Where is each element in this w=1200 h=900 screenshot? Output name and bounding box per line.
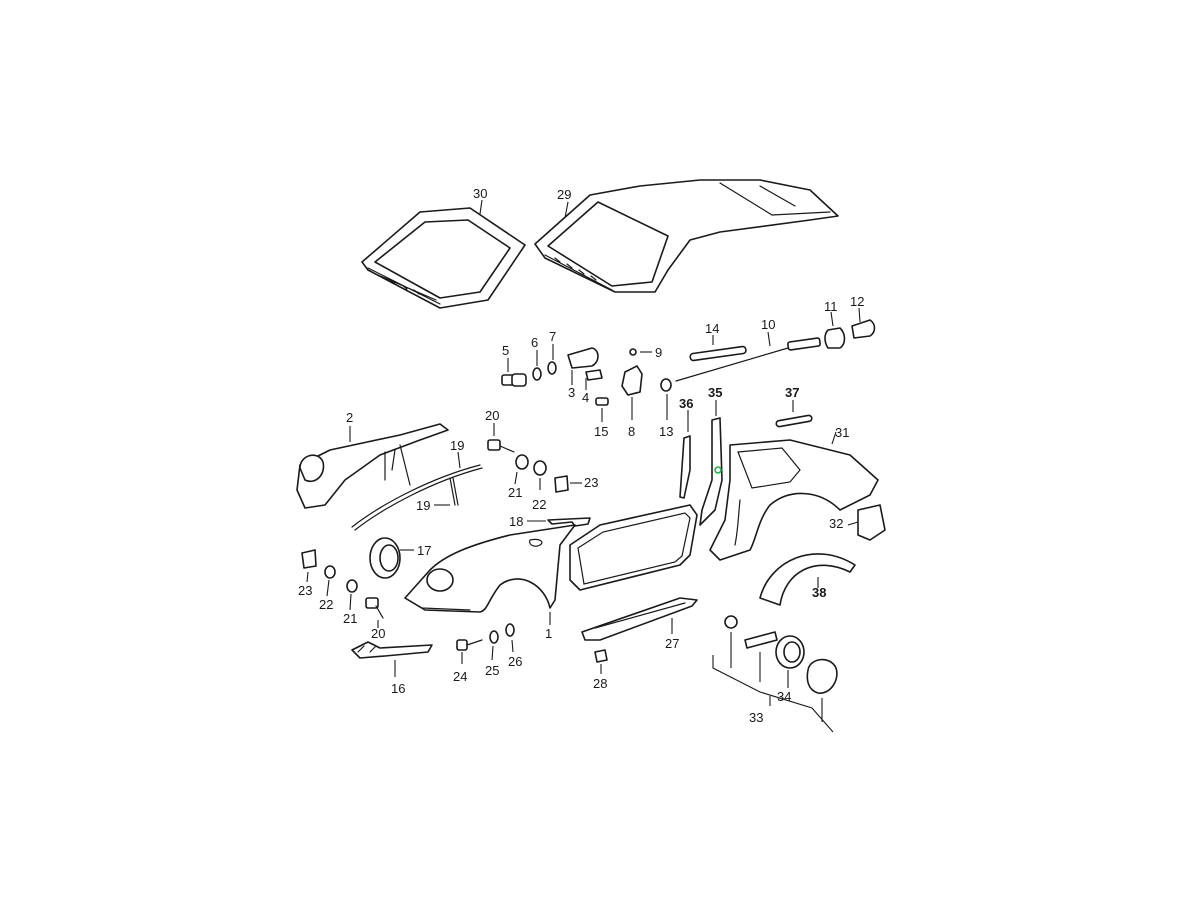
part-23-clip-lower[interactable] [301, 549, 317, 569]
part-11-grommet[interactable] [824, 327, 846, 349]
part-20-screw[interactable] [487, 439, 515, 453]
part-label-16: 16 [391, 681, 405, 696]
part-24-bolt[interactable] [456, 639, 483, 651]
part-label-4: 4 [582, 390, 589, 405]
part-13-washer[interactable] [660, 378, 672, 392]
part-label-3: 3 [568, 385, 575, 400]
part-20-screw-lower[interactable] [365, 597, 384, 619]
part-label-11: 11 [824, 299, 838, 314]
part-15-pin[interactable] [595, 397, 609, 406]
part-label-20a: 20 [485, 408, 499, 423]
part-37-strip[interactable] [775, 414, 813, 428]
part-label-32: 32 [829, 516, 843, 531]
part-33-nut[interactable] [724, 615, 738, 629]
part-label-21a: 21 [508, 485, 522, 500]
part-label-25: 25 [485, 663, 499, 678]
fuel-cap[interactable] [806, 658, 838, 694]
part-12-cap[interactable] [851, 319, 876, 339]
part-7-washer[interactable] [547, 361, 557, 375]
part-36-pillar-trim[interactable] [679, 435, 691, 499]
part-26-washer[interactable] [505, 623, 515, 637]
part-label-17: 17 [417, 543, 431, 558]
part-6-washer[interactable] [532, 367, 542, 381]
part-label-26: 26 [508, 654, 522, 669]
part-34-fuel-ring[interactable] [775, 635, 805, 669]
part-label-31: 31 [835, 425, 849, 440]
part-9-plug[interactable] [629, 348, 637, 356]
part-21-washer-lower[interactable] [346, 579, 358, 593]
part-14-rod[interactable] [689, 345, 747, 362]
part-1-front-fender[interactable] [404, 524, 576, 613]
part-label-33: 33 [749, 710, 763, 725]
part-29-hardtop[interactable] [534, 179, 839, 293]
part-33-plate[interactable] [744, 631, 778, 649]
part-label-28: 28 [593, 676, 607, 691]
part-label-23a: 23 [584, 475, 598, 490]
part-label-19a: 19 [450, 438, 464, 453]
part-19-trim-strip[interactable] [351, 464, 483, 531]
part-21-washer[interactable] [515, 454, 529, 470]
part-label-34: 34 [777, 689, 791, 704]
part-label-36: 36 [679, 396, 693, 411]
part-label-35: 35 [708, 385, 722, 400]
part-label-15: 15 [594, 424, 608, 439]
part-23-clip[interactable] [554, 475, 569, 493]
part-label-10: 10 [761, 317, 775, 332]
part-38-wheel-arch[interactable] [759, 553, 856, 606]
part-32-duct[interactable] [857, 504, 886, 541]
part-label-12: 12 [850, 294, 864, 309]
part-22-washer[interactable] [533, 460, 547, 476]
part-label-7: 7 [549, 329, 556, 344]
part-label-19b: 19 [416, 498, 430, 513]
part-label-1: 1 [545, 626, 552, 641]
part-3-latch-cover[interactable] [567, 347, 599, 369]
part-2-front-hood[interactable] [296, 423, 449, 509]
part-label-27: 27 [665, 636, 679, 651]
part-label-13: 13 [659, 424, 673, 439]
part-label-9: 9 [655, 345, 662, 360]
part-4-spring[interactable] [585, 369, 603, 381]
part-31-rear-quarter[interactable] [709, 439, 879, 561]
part-label-22b: 22 [319, 597, 333, 612]
part-35-b-pillar[interactable] [699, 417, 723, 526]
part-label-5: 5 [502, 343, 509, 358]
part-label-2: 2 [346, 410, 353, 425]
part-label-8: 8 [628, 424, 635, 439]
part-10-gas-strut[interactable] [675, 337, 821, 382]
part-label-20b: 20 [371, 626, 385, 641]
part-label-14: 14 [705, 321, 719, 336]
part-16-lower-trim[interactable] [351, 641, 433, 659]
part-22-washer-lower[interactable] [324, 565, 336, 579]
part-label-38: 38 [812, 585, 826, 600]
part-17-headlight-bucket[interactable] [369, 537, 401, 579]
part-label-22a: 22 [532, 497, 546, 512]
part-label-21b: 21 [343, 611, 357, 626]
part-18-bracket[interactable] [547, 517, 591, 527]
part-8-lock-bracket[interactable] [621, 365, 643, 396]
part-label-24: 24 [453, 669, 467, 684]
part-label-29: 29 [557, 187, 571, 202]
part-label-23b: 23 [298, 583, 312, 598]
part-28-grommet[interactable] [594, 649, 608, 663]
part-27-sill[interactable] [581, 597, 698, 641]
part-label-30: 30 [473, 186, 487, 201]
part-30-rear-window-frame[interactable] [361, 207, 526, 309]
highlight-marker [714, 466, 722, 474]
part-label-37: 37 [785, 385, 799, 400]
part-25-washer[interactable] [489, 630, 499, 644]
door-panel[interactable] [569, 504, 698, 591]
part-label-18: 18 [509, 514, 523, 529]
part-label-6: 6 [531, 335, 538, 350]
part-5-bolt[interactable] [501, 373, 527, 387]
